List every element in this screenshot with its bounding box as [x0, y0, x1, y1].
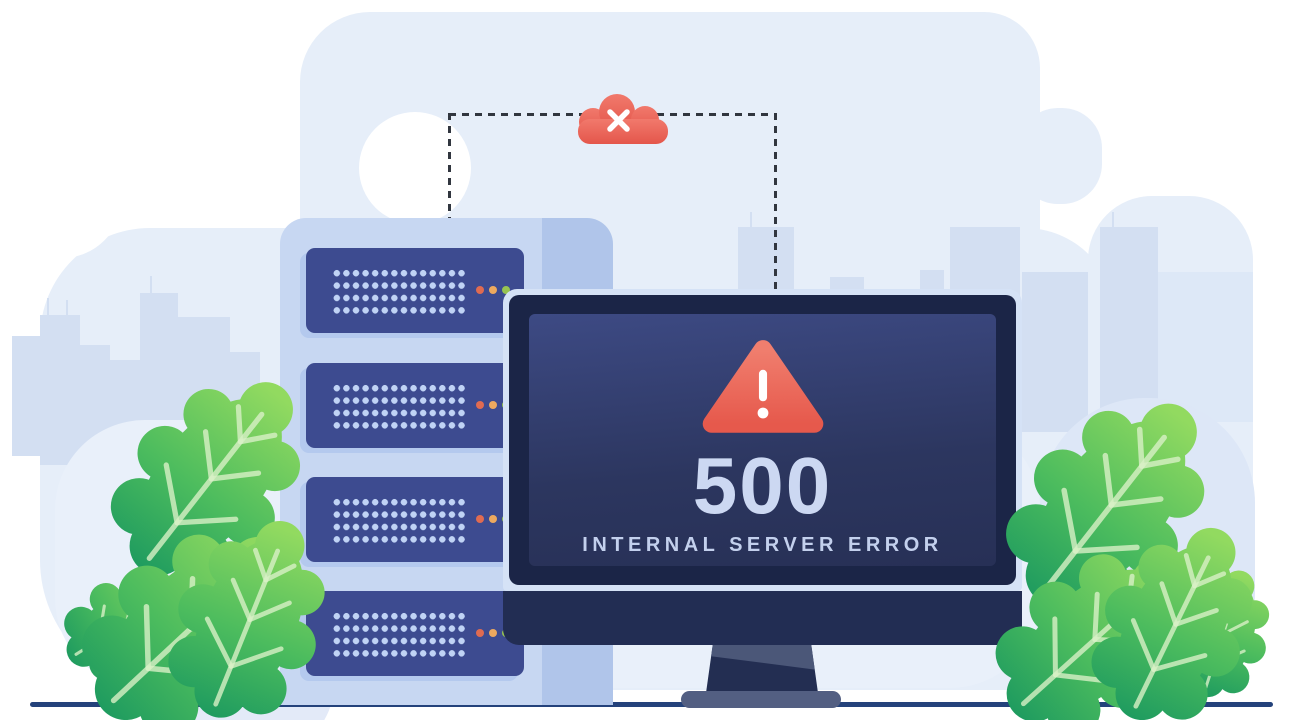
exclamation-bar: [758, 369, 767, 402]
server-unit: [306, 363, 524, 448]
status-light-red: [476, 515, 484, 523]
error-code: 500: [692, 441, 833, 530]
monitor-chin: [503, 591, 1022, 645]
connector-dashed-line: [448, 113, 451, 218]
status-light-red: [476, 286, 484, 294]
monitor-screen: 500 INTERNAL SERVER ERROR: [529, 314, 996, 566]
background-notch: [359, 112, 471, 224]
server-unit: [306, 591, 524, 676]
status-light-red: [476, 629, 484, 637]
disconnected-cloud-icon: [578, 94, 668, 144]
status-light-orange: [489, 286, 497, 294]
building-silhouette: [1100, 227, 1158, 427]
server-unit: [306, 248, 524, 333]
status-light-orange: [489, 401, 497, 409]
monitor: 500 INTERNAL SERVER ERROR: [503, 289, 1022, 591]
background-blob: [1018, 108, 1102, 204]
status-light-orange: [489, 515, 497, 523]
antenna: [47, 298, 49, 316]
status-light-red: [476, 401, 484, 409]
building-silhouette: [40, 315, 80, 465]
antenna: [1112, 212, 1114, 228]
ground-line: [30, 702, 1273, 707]
background-notch: [2, 138, 122, 258]
monitor-stand-base: [681, 691, 841, 708]
antenna: [150, 276, 152, 294]
server-vents: [332, 610, 466, 659]
building-silhouette: [12, 336, 40, 456]
antenna: [750, 212, 752, 228]
server-unit: [306, 477, 524, 562]
status-light-green: [502, 286, 510, 294]
error-message: INTERNAL SERVER ERROR: [582, 534, 943, 556]
status-light-orange: [489, 629, 497, 637]
x-mark-icon: [607, 109, 630, 132]
warning-triangle-icon: [702, 340, 823, 433]
server-vents: [332, 267, 466, 316]
monitor-stand: [706, 645, 818, 693]
building-silhouette: [1022, 272, 1088, 432]
antenna: [66, 300, 68, 316]
server-vents: [332, 496, 466, 545]
server-status-lights: [476, 286, 510, 294]
exclamation-dot: [757, 407, 768, 419]
plant-backdrop-blob: [1040, 398, 1255, 698]
server-vents: [332, 382, 466, 431]
connector-dashed-line: [774, 113, 777, 294]
monitor-bezel: 500 INTERNAL SERVER ERROR: [509, 295, 1016, 585]
